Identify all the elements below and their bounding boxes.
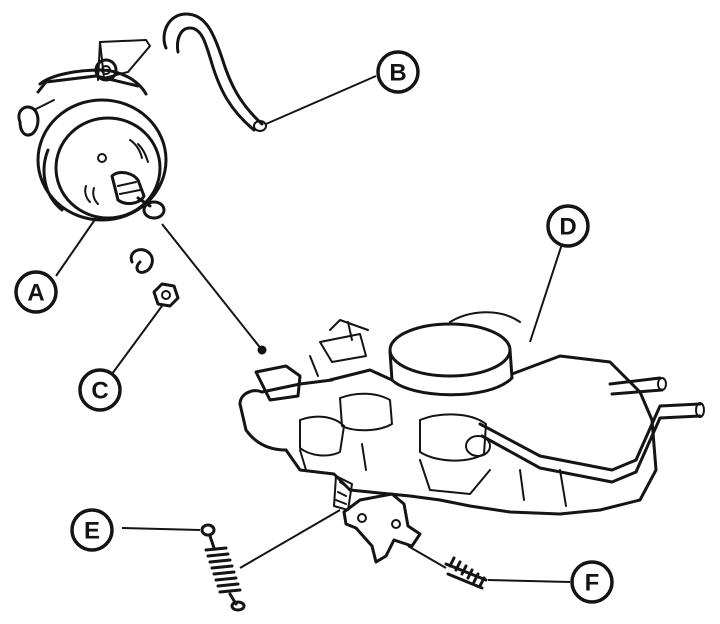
- callout-e-label: E: [84, 518, 100, 545]
- callout-a: A: [14, 270, 58, 314]
- connection-line: [161, 223, 263, 351]
- callout-e: E: [70, 508, 114, 552]
- throttle-lever: [333, 475, 422, 564]
- return-spring: [200, 523, 246, 612]
- vacuum-diaphragm-unit: [17, 39, 168, 222]
- carburettor-body: [238, 311, 705, 516]
- callout-d-label: D: [559, 214, 576, 241]
- callout-a-label: A: [27, 280, 44, 307]
- callout-d: D: [546, 204, 590, 248]
- leader-c: [111, 305, 163, 375]
- adjusting-spring: [444, 556, 488, 590]
- lock-nut: [152, 282, 180, 308]
- callout-f: F: [570, 560, 614, 604]
- connection-point: [257, 345, 267, 355]
- vacuum-hose: [162, 12, 267, 132]
- callout-c-label: C: [91, 378, 108, 405]
- callout-b: B: [376, 50, 420, 94]
- callout-f-label: F: [585, 570, 600, 597]
- callout-b-label: B: [389, 60, 406, 87]
- leader-d: [529, 243, 563, 343]
- leader-b: [265, 75, 377, 125]
- retaining-clip: [129, 248, 154, 274]
- leader-f: [407, 545, 571, 583]
- leader-a: [55, 217, 97, 277]
- leader-e: [121, 527, 201, 531]
- leader-e-throttle: [239, 509, 341, 569]
- callout-c: C: [78, 368, 122, 412]
